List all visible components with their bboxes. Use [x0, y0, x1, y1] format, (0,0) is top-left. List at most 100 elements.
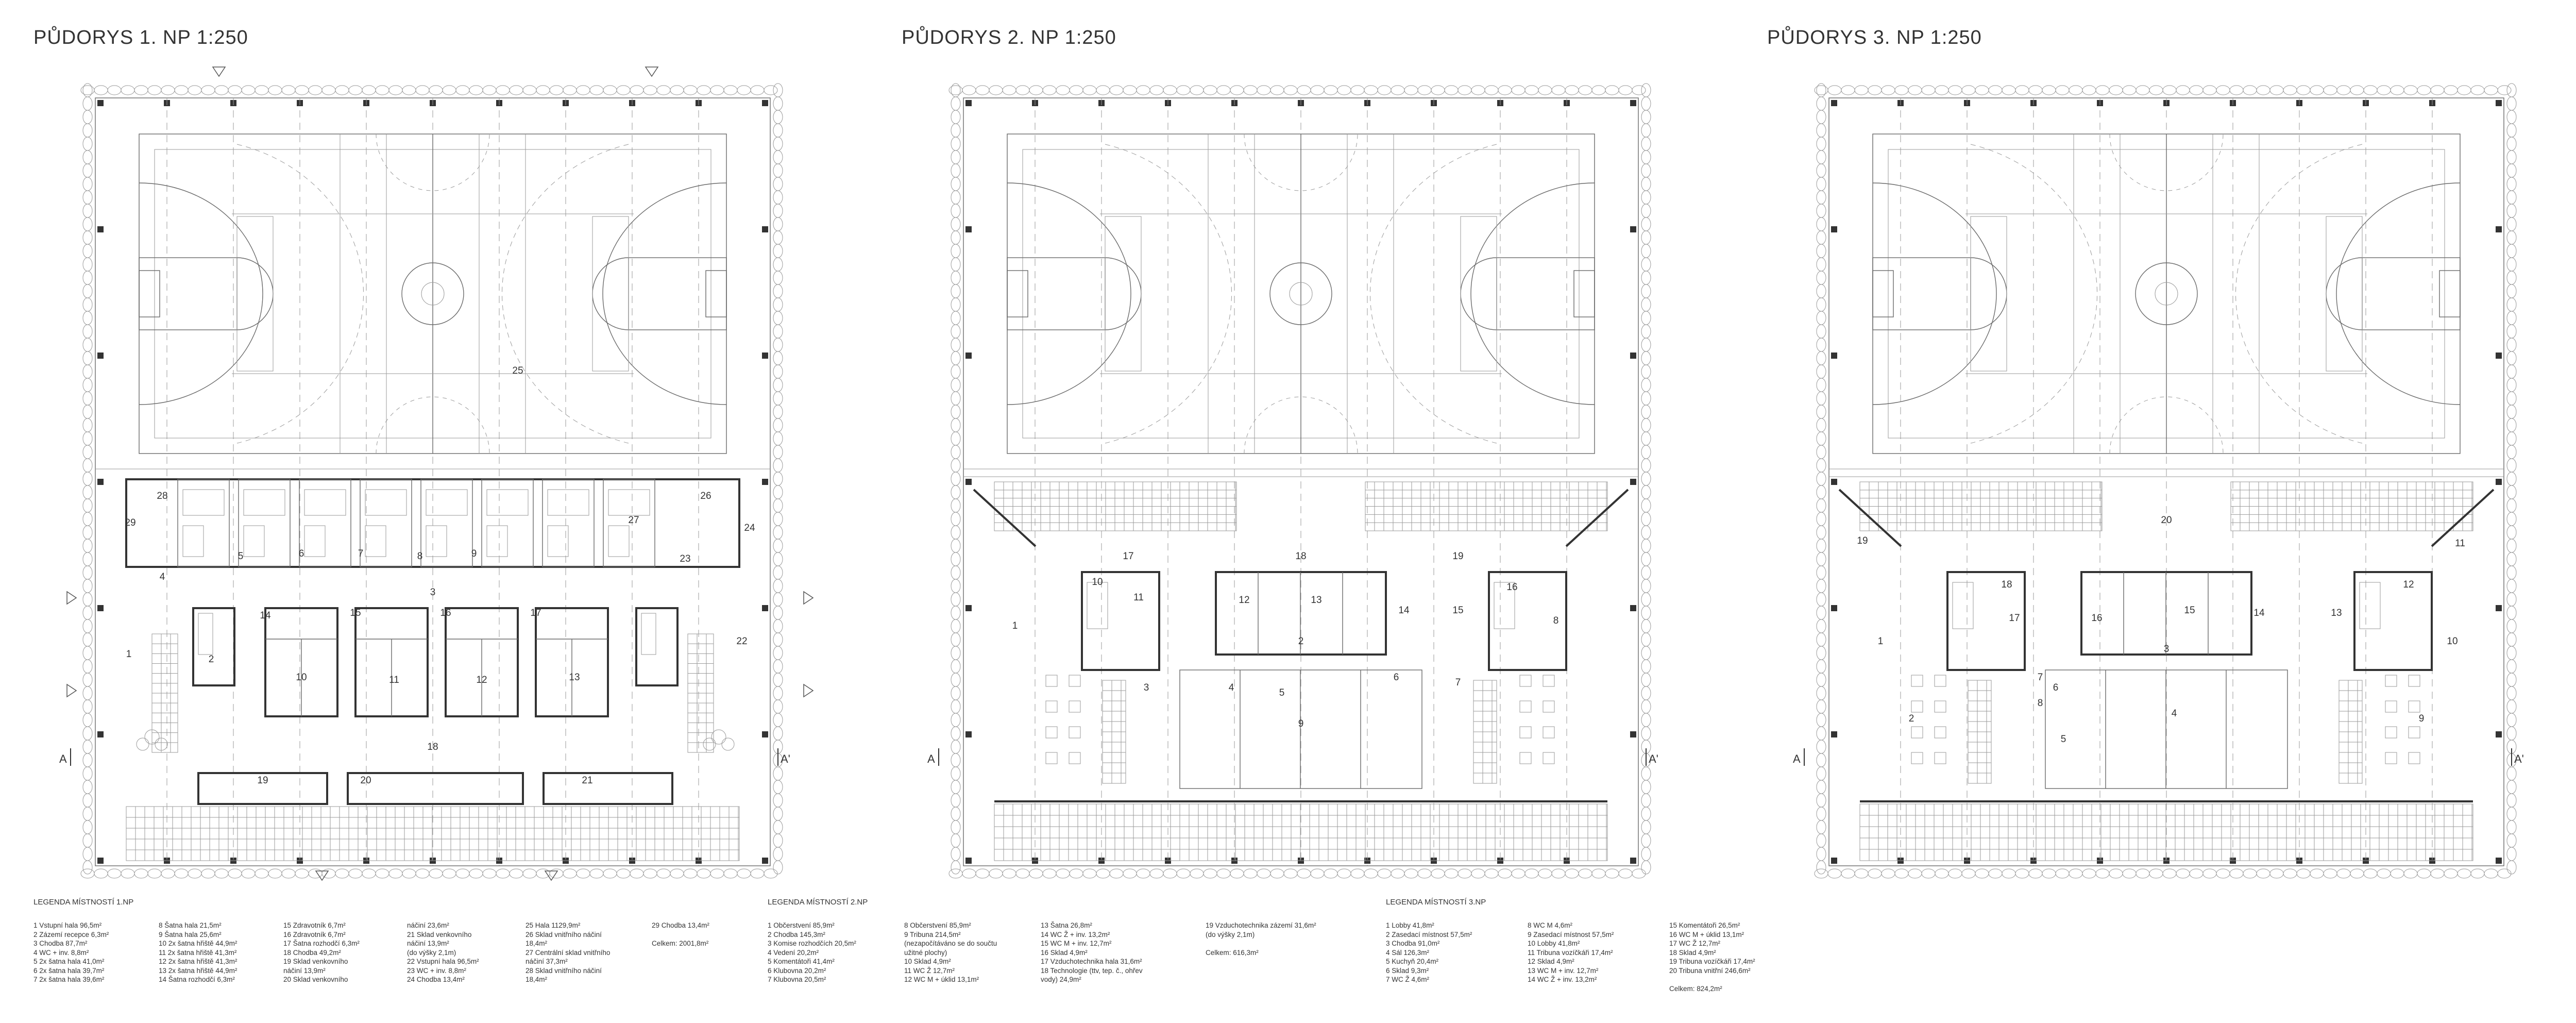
- room-number: 13: [569, 672, 580, 683]
- legend-1np-title: LEGENDA MÍSTNOSTÍ 1.NP: [33, 898, 134, 907]
- legend-line: 23 WC + inv. 8,8m²: [407, 966, 466, 975]
- legend-line: 22 Vstupní hala 96,5m²: [407, 958, 479, 965]
- legend-line: 7 Klubovna 20,5m²: [768, 976, 826, 983]
- room-number: 18: [427, 742, 438, 752]
- room-number: 6: [299, 548, 304, 559]
- room-number: 23: [680, 554, 690, 564]
- section-marker: A': [1649, 752, 1658, 765]
- legend-line: 16 Sklad 4,9m²: [1041, 948, 1088, 957]
- section-marker: A: [927, 752, 935, 765]
- room-number: 20: [2161, 515, 2172, 526]
- room-number: 17: [2009, 613, 2020, 624]
- legend-line: 12 WC M + úklid 13,1m²: [904, 976, 979, 983]
- legend-line: 16 WC M + úklid 13,1m²: [1669, 930, 1744, 938]
- legend-line: 2 Zasedací místnost 57,5m²: [1386, 930, 1472, 938]
- room-number: 16: [2091, 613, 2102, 624]
- legend-line: náčiní 13,9m²: [283, 966, 326, 975]
- legend-line: 17 Vzduchotechnika hala 31,6m²: [1041, 958, 1142, 965]
- room-number: 3: [2164, 644, 2170, 655]
- legend-line: 7 2x šatna hala 39,6m²: [33, 976, 105, 983]
- legend-line: 17 Šatna rozhodčí 6,3m²: [283, 940, 360, 947]
- room-number: 10: [296, 672, 307, 683]
- legend-line: 5 2x šatna hala 41,0m²: [33, 958, 105, 965]
- room-number: 14: [260, 610, 271, 621]
- room-number: 25: [512, 365, 523, 376]
- legend-line: 13 2x šatna hřiště 44,9m²: [159, 966, 238, 975]
- legend-line: 28 Sklad vnitřního náčiní: [526, 966, 602, 975]
- room-number: 1: [1878, 636, 1884, 647]
- legend-line: 18 Chodba 49,2m²: [283, 948, 341, 957]
- legend-line: 18 Sklad 4,9m²: [1669, 948, 1716, 957]
- legend-line: 18,4m²: [526, 976, 548, 983]
- legend-line: 11 Tribuna vozíčkáři 17,4m²: [1528, 948, 1613, 957]
- legend-line: 11 WC Ž 12,7m²: [904, 966, 955, 975]
- room-number: 9: [2419, 713, 2425, 724]
- legend-line: 6 Sklad 9,3m²: [1386, 966, 1429, 975]
- legend-line: 20 Sklad venkovního: [283, 976, 348, 983]
- legend-line: 3 Chodba 91,0m²: [1386, 940, 1440, 947]
- legend-line: 8 WC M 4,6m²: [1528, 921, 1573, 929]
- room-number: 18: [1295, 551, 1306, 562]
- legend-line: 3 Chodba 87,7m²: [33, 940, 88, 947]
- legend-2np-title: LEGENDA MÍSTNOSTÍ 2.NP: [768, 898, 868, 907]
- legend-line: 8 Občerstvení 85,9m²: [904, 921, 971, 929]
- legend-line: náčiní 13,9m²: [407, 940, 449, 947]
- legend-line: 12 Sklad 4,9m²: [1528, 958, 1574, 965]
- legend-line: Celkem: 824,2m²: [1669, 984, 1722, 993]
- room-number: 4: [1229, 682, 1234, 693]
- legend-line: 9 Šatna hala 25,6m²: [159, 930, 222, 938]
- section-marker: A': [2514, 752, 2524, 765]
- legend-line: Celkem: 616,3m²: [1206, 948, 1259, 957]
- legend-line: 1 Lobby 41,8m²: [1386, 921, 1434, 929]
- room-number: 4: [2172, 708, 2177, 719]
- legend-line: 9 Zasedací místnost 57,5m²: [1528, 930, 1614, 938]
- legend-line: 12 2x šatna hřiště 41,3m²: [159, 958, 238, 965]
- room-number: 14: [2253, 608, 2265, 618]
- plan-title-3np: PŮDORYS 3. NP 1:250: [1767, 27, 1982, 48]
- room-number: 5: [2061, 734, 2066, 745]
- room-number: 1: [1012, 620, 1018, 631]
- room-number: 9: [1298, 718, 1304, 729]
- legend-line: 21 Sklad venkovního: [407, 930, 472, 938]
- legend-line: 17 WC Ž 12,7m²: [1669, 940, 1721, 947]
- room-number: 4: [160, 572, 165, 582]
- room-number: 2: [1909, 713, 1914, 724]
- room-number: 12: [476, 675, 487, 685]
- room-number: 11: [389, 675, 399, 685]
- legend-line: 13 WC M + inv. 12,7m²: [1528, 966, 1599, 975]
- legend-line: [1669, 975, 1755, 984]
- legend-line: 11 2x šatna hřiště 41,3m²: [159, 948, 237, 957]
- room-number: 6: [2053, 682, 2059, 693]
- room-number: 19: [1857, 535, 1868, 546]
- room-number: 2: [209, 654, 214, 665]
- legend-line: 19 Tribuna vozíčkáři 17,4m²: [1669, 958, 1755, 965]
- room-number: 1: [126, 649, 132, 660]
- room-number: 8: [2038, 698, 2043, 709]
- legend-line: 10 2x šatna hřiště 44,9m²: [159, 940, 238, 947]
- section-marker: A': [781, 752, 790, 765]
- legend-line: 5 Kuchyň 20,4m²: [1386, 958, 1439, 965]
- room-number: 10: [1092, 577, 1103, 588]
- legend-line: 13 Šatna 26,8m²: [1041, 921, 1092, 929]
- room-number: 24: [744, 523, 755, 533]
- room-number: 29: [125, 517, 135, 528]
- legend-line: 27 Centrální sklad vnitřního: [526, 948, 611, 957]
- legend-line: 18,4m²: [526, 940, 548, 947]
- legend-line: [1206, 939, 1316, 948]
- room-number: 3: [430, 587, 436, 598]
- legend-line: 26 Sklad vnitřního náčiní: [526, 930, 602, 938]
- section-marker: A: [1793, 752, 1801, 765]
- room-number: 8: [1553, 615, 1559, 626]
- legend-1np-col-6: 29 Chodba 13,4m² Celkem: 2001,8m²: [652, 921, 709, 948]
- section-marker: A: [59, 752, 67, 765]
- legend-line: (do výšky 2,1m): [407, 948, 456, 957]
- legend-line: 29 Chodba 13,4m²: [652, 921, 709, 929]
- plan-title-1np: PŮDORYS 1. NP 1:250: [33, 27, 248, 48]
